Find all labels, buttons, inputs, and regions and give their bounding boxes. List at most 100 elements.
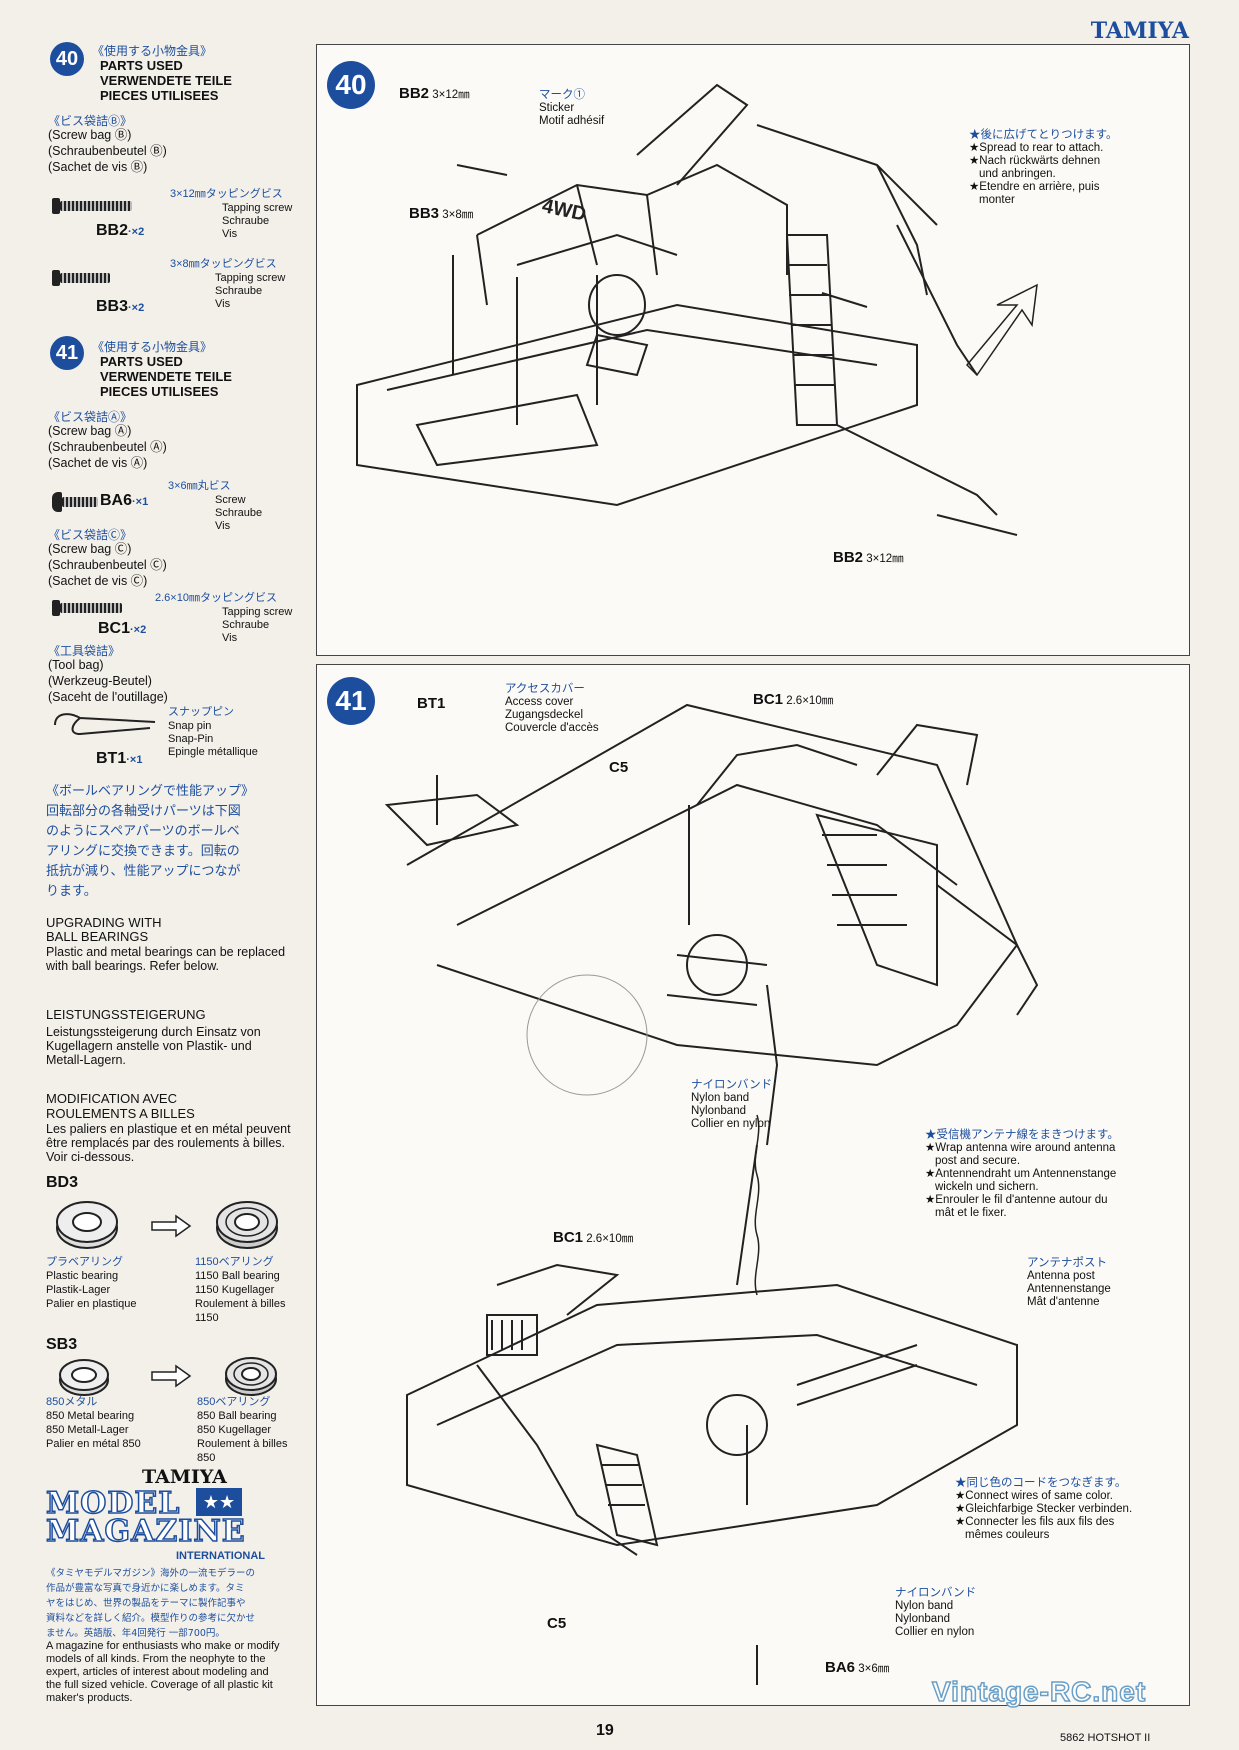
bb2-top-label: BB2 3×12㎜ [399, 85, 470, 102]
parts-used-jp: 《使用する小物金具》 [92, 44, 213, 58]
magazine-jp-1: 《タミヤモデルマガジン》海外の一流モデラーの [46, 1568, 256, 1579]
bb2-size: 3×12㎜タッピングビス [170, 188, 283, 200]
sb3-right-4: 850 [197, 1452, 216, 1464]
bb3-size: 3×8㎜タッピングビス [170, 258, 277, 270]
bd3-label: BD3 [46, 1174, 79, 1191]
parts-used-en: PARTS USED [100, 58, 183, 73]
magazine-jp-3: ヤをはじめ、世界の製品をテーマに製作記事や [46, 1598, 246, 1609]
bearing-en-title-1: UPGRADING WITH [46, 915, 162, 930]
parts-used-41-jp: 《使用する小物金具》 [92, 340, 213, 354]
bc1-code: BC1·×2 [98, 620, 147, 637]
screw-bag-a-en: (Screw bag Ⓐ) [48, 424, 132, 438]
ba6-screw-icon [62, 497, 98, 507]
bc1-desc-2: Schraube [222, 619, 270, 631]
bb3-desc-1: Tapping screw [215, 272, 286, 284]
bb2-bottom-label: BB2 3×12㎜ [833, 549, 904, 566]
bc1-desc-1: Tapping screw [222, 606, 293, 618]
screw-bag-b-jp: 《ビス袋詰Ⓑ》 [48, 114, 133, 128]
bd3-right-4: 1150 [195, 1312, 219, 1324]
bearing-jp-3: アリングに交換できます。回転の [46, 844, 240, 859]
bearing-fr-body: Les paliers en plastique et en métal peu… [46, 1122, 291, 1164]
tool-bag-jp: 《工具袋詰》 [48, 644, 121, 658]
footer-code: 5862 HOTSHOT II [1060, 1732, 1151, 1744]
sb3-right-1: 850 Ball bearing [197, 1410, 277, 1422]
magazine-sub: INTERNATIONAL [176, 1550, 266, 1562]
bb2-desc-2: Schraube [222, 215, 270, 227]
access-cover-label: アクセスカバー Access cover Zugangsdeckel Couve… [505, 683, 599, 734]
ba6-label-41: BA6 3×6㎜ [825, 1659, 890, 1676]
bc1-size: 2.6×10㎜タッピングビス [155, 592, 277, 604]
screw-bag-c-fr: (Sachet de vis Ⓒ) [48, 574, 148, 588]
bb3-screw-icon [60, 273, 110, 283]
brand-logo: TAMIYA [1090, 18, 1189, 44]
magazine-en: A magazine for enthusiasts who make or m… [46, 1640, 280, 1704]
ball-bearing-1150-icon [216, 1201, 278, 1249]
watermark: Vintage-RC.net [931, 1675, 1147, 1708]
parts-used-41-de: VERWENDETE TEILE [100, 369, 232, 384]
antenna-post-label: アンテナポスト Antenna post Antennenstange Mât … [1027, 1257, 1111, 1308]
ba6-desc-1: Screw [215, 494, 246, 506]
c5-top-label: C5 [609, 759, 629, 776]
ba6-desc-3: Vis [215, 520, 231, 532]
bearing-jp-title: 《ボールベアリングで性能アップ》 [46, 784, 255, 799]
bb2-screw-head-icon [52, 198, 60, 214]
bd3-right-3: Roulement à billes [195, 1298, 286, 1310]
bc1-screw-icon [60, 603, 122, 613]
bearing-fr-title-1: MODIFICATION AVEC [46, 1091, 177, 1106]
page-number: 19 [596, 1722, 614, 1739]
tool-bag-fr: (Saceht de l'outillage) [48, 690, 168, 704]
bb3-desc-2: Schraube [215, 285, 263, 297]
sb3-right-3: Roulement à billes [197, 1438, 288, 1450]
bearing-fr-title-2: ROULEMENTS A BILLES [46, 1106, 195, 1121]
screw-bag-a-fr: (Sachet de vis Ⓐ) [48, 456, 148, 470]
tool-bag-en: (Tool bag) [48, 658, 104, 672]
sb3-left-jp: 850メタル [46, 1396, 98, 1408]
bb3-label-40: BB3 3×8㎜ [409, 205, 474, 222]
bb3-desc-3: Vis [215, 298, 231, 310]
bearing-jp-5: ります。 [46, 884, 97, 899]
bd3-right-1: 1150 Ball bearing [195, 1270, 280, 1282]
bd3-right-2: 1150 Kugellager [195, 1284, 275, 1296]
plastic-bearing-icon [56, 1201, 118, 1249]
screw-bag-c-de: (Schraubenbeutel Ⓒ) [48, 558, 167, 572]
parts-used-41-fr: PIECES UTILISEES [100, 384, 219, 399]
step-41-panel-badge: 41 [327, 677, 375, 725]
bd3-left-1: Plastic bearing [46, 1270, 119, 1282]
bearing-jp-4: 抵抗が減り、性能アップにつなが [46, 864, 241, 879]
magazine-brand: TAMIYA [142, 1466, 227, 1488]
nylon-band-2-label: ナイロンバンド Nylon band Nylonband Collier en … [895, 1587, 977, 1638]
arrow-right-icon-2 [151, 1364, 192, 1388]
bearing-en-title-2: BALL BEARINGS [46, 929, 149, 944]
screw-bag-a-de: (Schraubenbeutel Ⓐ) [48, 440, 167, 454]
sb3-right-jp: 850ベアリング [197, 1396, 271, 1408]
bearing-jp-2: のようにスペアパーツのボールベ [46, 824, 240, 839]
bearing-en-body: Plastic and metal bearings can be replac… [46, 945, 286, 973]
screw-bag-b-en: (Screw bag Ⓑ) [48, 128, 132, 142]
step-41-panel: 41 [316, 664, 1190, 1706]
arrow-right-icon [151, 1214, 192, 1238]
bd3-right-jp: 1150ベアリング [195, 1256, 274, 1268]
bb3-screw-head-icon [52, 270, 60, 286]
bd3-left-3: Palier en plastique [46, 1298, 137, 1310]
magazine-title-2: MAGAZINE [45, 1513, 246, 1550]
chassis-drawing-40: 4WD [356, 83, 1038, 536]
bd3-left-jp: プラベアリング [46, 1256, 123, 1268]
bt1-desc-1: Snap pin [168, 720, 212, 732]
chassis-drawing-41 [384, 703, 1039, 1685]
screw-bag-c-jp: 《ビス袋詰Ⓒ》 [48, 528, 133, 542]
screw-bag-a-jp: 《ビス袋詰Ⓐ》 [48, 410, 133, 424]
bb3-code: BB3·×2 [96, 298, 145, 315]
step-40-badge: 40 [50, 42, 84, 76]
bt1-label-41: BT1 [417, 695, 446, 712]
step-41-badge: 41 [50, 336, 84, 370]
bearing-jp-1: 回転部分の各軸受けパーツは下図 [46, 804, 241, 819]
screw-bag-b-de: (Schraubenbeutel Ⓑ) [48, 144, 167, 158]
screw-bag-c-en: (Screw bag Ⓒ) [48, 542, 132, 556]
ba6-size: 3×6㎜丸ビス [168, 480, 231, 492]
snap-pin-icon [54, 713, 156, 736]
bb2-code: BB2·×2 [96, 222, 145, 239]
magazine-logo: MODEL ★★ MAGAZINE [45, 1485, 281, 1550]
bc1-desc-3: Vis [222, 632, 238, 644]
bt1-desc-3: Epingle métallique [168, 746, 258, 758]
parts-used-fr: PIECES UTILISEES [100, 88, 219, 103]
